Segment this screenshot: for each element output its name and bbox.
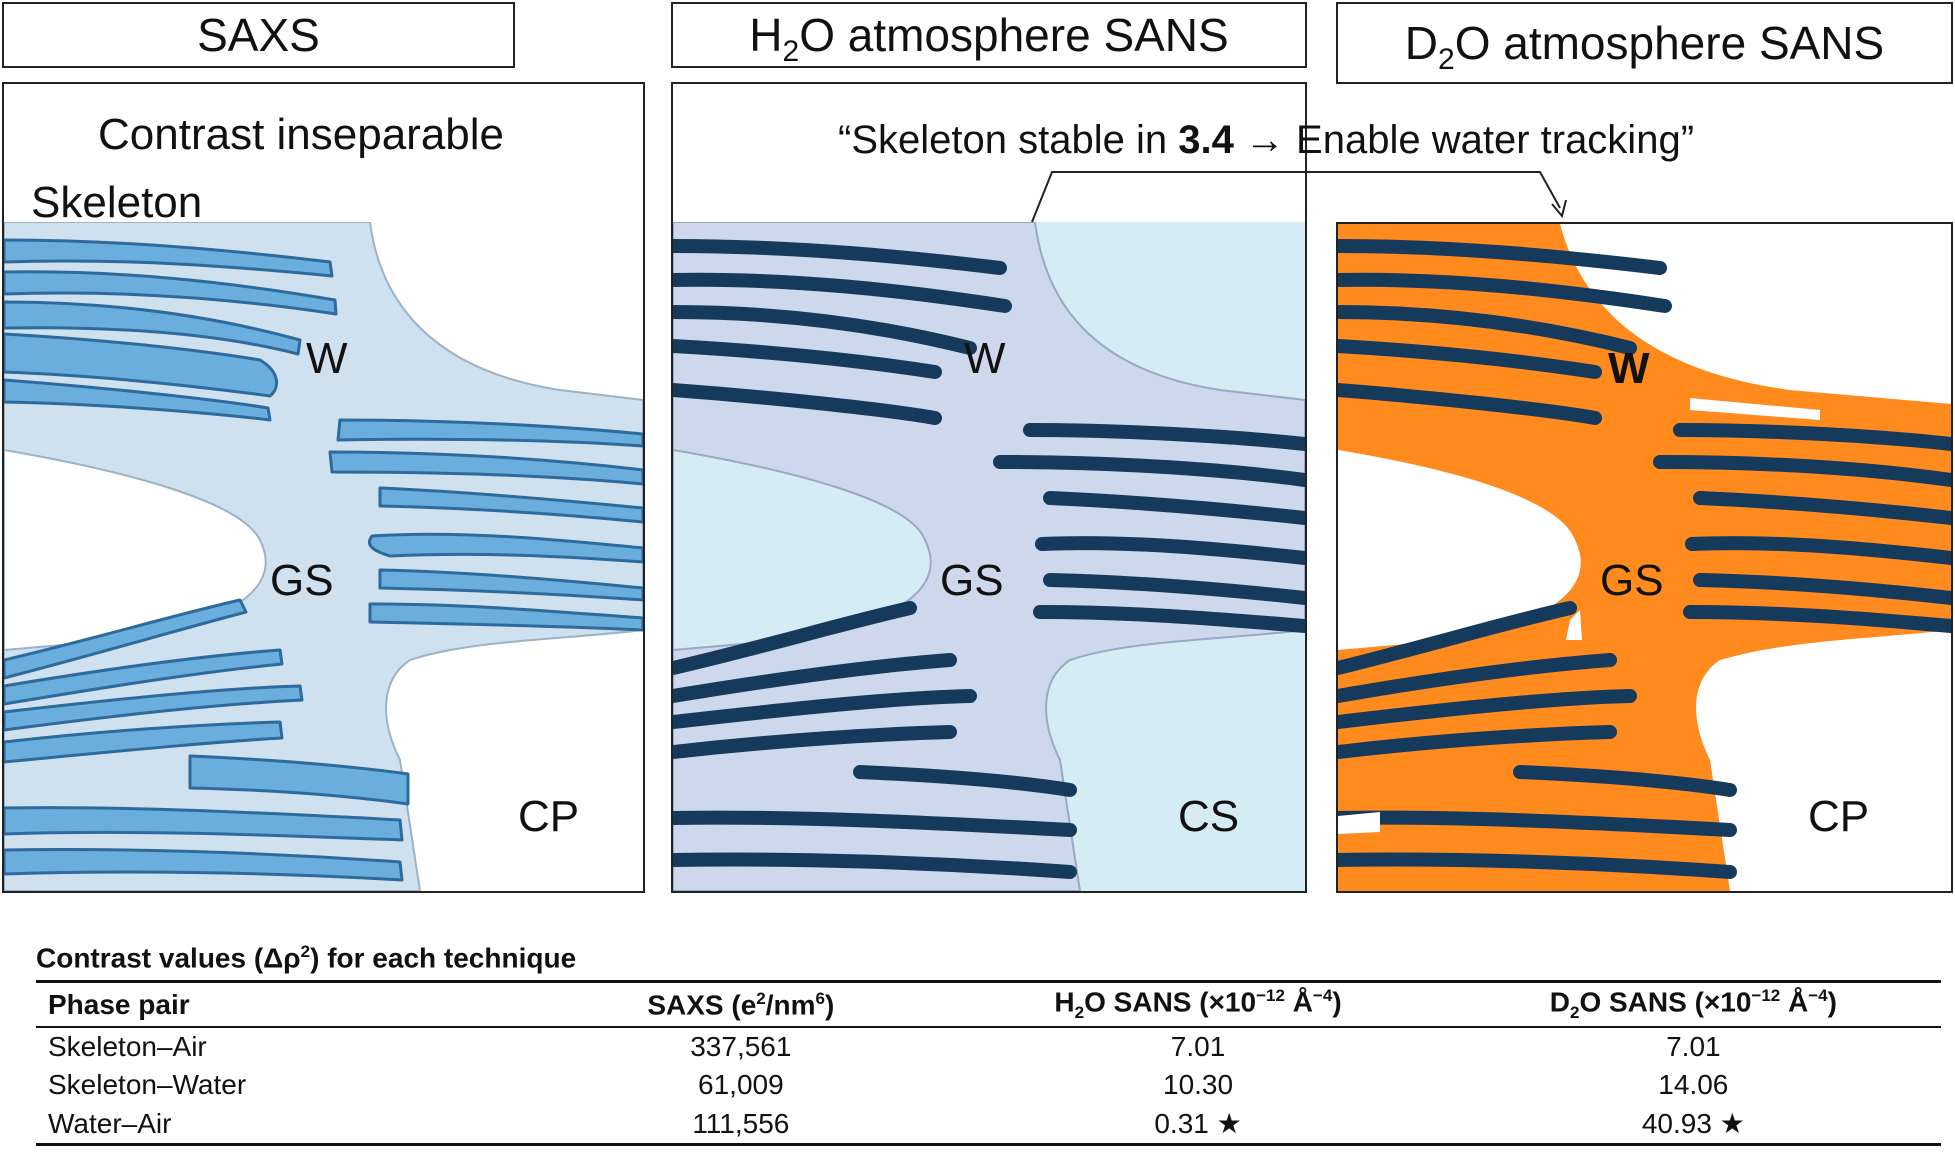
saxs-note-line2: Skeleton (31, 178, 203, 227)
cell-h2o: 10.30 (1163, 1069, 1234, 1101)
d2o-panel-title: D2O atmosphere SANS (1336, 2, 1953, 84)
h2o-title-text: H2O atmosphere SANS (749, 9, 1229, 68)
d2o-air-pore-left (1338, 450, 1581, 650)
h2o-label-cs: CS (1178, 792, 1240, 841)
cell-d2o: 14.06 (1658, 1069, 1729, 1101)
saxs-title-text: SAXS (197, 9, 320, 61)
quote-text: “Skeleton stable in 3.4 → Enable water t… (838, 118, 1695, 162)
cell-pair: Water–Air (48, 1107, 172, 1139)
quote-connector (1031, 171, 1561, 223)
saxs-note-line1: Contrast inseparable (98, 110, 505, 159)
cell-d2o: 7.01 (1666, 1031, 1721, 1063)
arrow-head-icon (1551, 199, 1567, 219)
saxs-label-cp: CP (518, 792, 580, 841)
cell-saxs: 61,009 (698, 1069, 784, 1101)
table-title: Contrast values (Δρ2) for each technique (36, 942, 577, 974)
header-saxs: SAXS (e2/nm6) (647, 988, 835, 1020)
saxs-illustration (4, 222, 643, 891)
saxs-water-region (4, 222, 643, 891)
cell-h2o: 0.31 ★ (1154, 1108, 1242, 1140)
d2o-water-region (1338, 224, 1951, 891)
d2o-skeleton (1338, 239, 1951, 879)
table-row: Water–Air 111,556 0.31 ★ 40.93 ★ (36, 1104, 1941, 1145)
table-row: Skeleton–Air 337,561 7.01 7.01 (36, 1027, 1941, 1066)
header-phase-pair: Phase pair (48, 988, 190, 1020)
cell-pair: Skeleton–Air (48, 1031, 207, 1063)
h2o-label-w: W (964, 334, 1006, 383)
saxs-label-w: W (306, 334, 348, 383)
saxs-skeleton (4, 238, 643, 882)
header-d2o-sans: D2O SANS (×10−12 Å−4) (1549, 986, 1837, 1023)
h2o-water-region (673, 222, 1305, 891)
h2o-label-gs: GS (940, 556, 1004, 605)
cell-pair: Skeleton–Water (48, 1069, 247, 1101)
header-h2o-sans: H2O SANS (×10−12 Å−4) (1054, 986, 1342, 1023)
h2o-illustration (673, 222, 1305, 891)
d2o-label-gs: GS (1600, 556, 1664, 605)
contrast-table: Phase pair SAXS (e2/nm6) H2O SANS (×10−1… (36, 980, 1941, 1146)
contrast-table-section: Contrast values (Δρ2) for each technique… (36, 942, 1941, 1146)
d2o-air-gaps (1338, 398, 1820, 834)
h2o-skeleton (673, 239, 1305, 879)
saxs-label-gs: GS (270, 556, 334, 605)
table-header-row: Phase pair SAXS (e2/nm6) H2O SANS (×10−1… (36, 981, 1941, 1028)
d2o-label-cp: CP (1808, 792, 1870, 841)
cell-saxs: 337,561 (690, 1031, 792, 1063)
cell-h2o: 7.01 (1170, 1031, 1226, 1063)
d2o-illustration (1338, 224, 1951, 891)
table-row: Skeleton–Water 61,009 10.30 14.06 (36, 1066, 1941, 1104)
micrograph-illustrations (4, 171, 1951, 891)
cell-d2o: 40.93 ★ (1641, 1108, 1745, 1140)
d2o-title-text: D2O atmosphere SANS (1404, 17, 1885, 76)
h2o-panel-title: H2O atmosphere SANS (671, 2, 1307, 68)
d2o-label-w: W (1608, 344, 1650, 393)
cell-saxs: 111,556 (692, 1107, 790, 1139)
saxs-panel-title: SAXS (2, 2, 515, 68)
